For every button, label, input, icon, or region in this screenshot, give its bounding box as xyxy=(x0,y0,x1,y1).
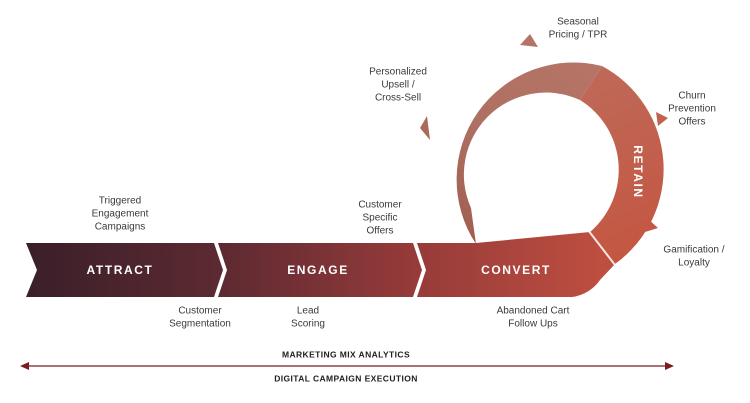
annotation-line: Loyalty xyxy=(678,258,710,269)
annotation-line: Gamification / xyxy=(663,245,724,256)
annotation-line: Campaigns xyxy=(95,222,146,233)
annotation-line: Seasonal xyxy=(557,17,599,28)
annotation-line: Customer xyxy=(178,306,222,317)
grow-segment xyxy=(456,62,602,244)
engage-label: ENGAGE xyxy=(287,263,349,277)
ring-notches-retain xyxy=(645,112,668,232)
retain-segment xyxy=(580,66,664,264)
arrow-right-icon xyxy=(665,362,674,370)
convert-label: CONVERT xyxy=(481,263,551,277)
annotation-seasonal-pricing: Seasonal Pricing / TPR xyxy=(549,17,608,41)
callout-notches xyxy=(72,232,488,308)
annotation-line: Triggered xyxy=(99,196,141,207)
engage-segment xyxy=(218,243,422,297)
arrow-left-icon xyxy=(20,362,29,370)
annotation-personalized-upsell: Personalized Upsell / Cross-Sell xyxy=(369,67,427,104)
annotation-churn-prevention: Churn Prevention Offers xyxy=(668,91,716,128)
bottom-arrow xyxy=(20,362,674,370)
annotation-line: Personalized xyxy=(369,67,427,78)
annotation-abandoned-cart: Abandoned Cart Follow Ups xyxy=(497,306,570,330)
funnel-band xyxy=(26,229,616,297)
retain-label: RETAIN xyxy=(631,145,645,198)
annotation-gamification: Gamification / Loyalty xyxy=(663,245,724,269)
annotation-line: Engagement xyxy=(92,209,149,220)
annotation-line: Follow Ups xyxy=(508,319,557,330)
attract-segment xyxy=(26,243,223,297)
annotation-lead-scoring: Lead Scoring xyxy=(291,306,325,330)
annotation-line: Pricing / TPR xyxy=(549,30,608,41)
annotation-line: Specific xyxy=(362,213,397,224)
digital-campaign-label: DIGITAL CAMPAIGN EXECUTION xyxy=(274,373,418,383)
ring-notches xyxy=(420,34,538,140)
annotation-line: Cross-Sell xyxy=(375,93,421,104)
annotation-line: Customer xyxy=(358,200,402,211)
annotation-line: Churn xyxy=(678,91,705,102)
annotation-line: Abandoned Cart xyxy=(497,306,570,317)
convert-segment xyxy=(417,232,615,297)
annotation-customer-segmentation: Customer Segmentation xyxy=(169,306,231,330)
attract-label: ATTRACT xyxy=(87,263,154,277)
annotation-line: Prevention xyxy=(668,104,716,115)
annotation-line: Scoring xyxy=(291,319,325,330)
annotation-customer-specific-offers: Customer Specific Offers xyxy=(358,200,402,237)
annotation-line: Lead xyxy=(297,306,319,317)
annotation-line: Offers xyxy=(678,117,705,128)
annotation-line: Segmentation xyxy=(169,319,231,330)
marketing-mix-label: MARKETING MIX ANALYTICS xyxy=(282,349,410,359)
annotation-line: Upsell / xyxy=(381,80,415,91)
annotation-line: Offers xyxy=(366,226,393,237)
annotation-triggered-engagement: Triggered Engagement Campaigns xyxy=(92,196,149,233)
